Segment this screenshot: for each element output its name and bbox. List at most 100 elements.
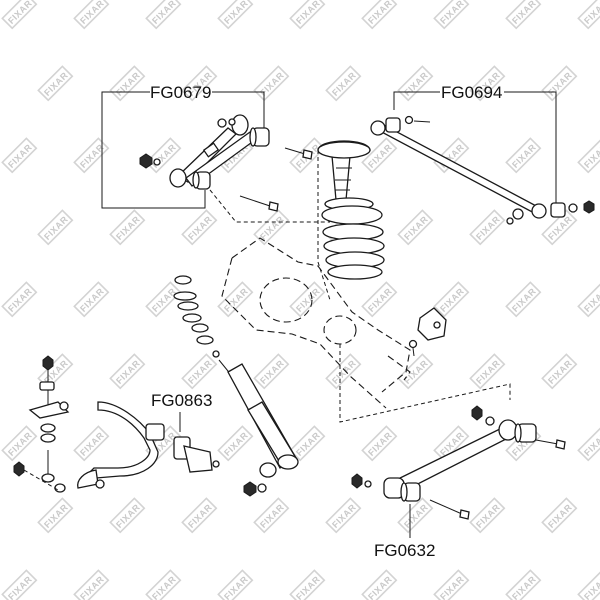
watermark-logo: FIXAR bbox=[37, 65, 74, 102]
watermark-logo: FIXAR bbox=[181, 209, 218, 246]
watermark-logo: FIXAR bbox=[253, 65, 290, 102]
watermark-logo: FIXAR bbox=[505, 0, 542, 30]
label-fg0694: FG0694 bbox=[441, 83, 502, 102]
svg-text:FIXAR: FIXAR bbox=[258, 502, 286, 530]
watermark-logo: FIXAR bbox=[577, 281, 600, 318]
label-fg0679: FG0679 bbox=[150, 83, 211, 102]
svg-text:FIXAR: FIXAR bbox=[150, 142, 178, 170]
watermark-logo: FIXAR bbox=[145, 0, 182, 30]
coil-spring-assembly bbox=[317, 140, 385, 280]
watermark-logo: FIXAR bbox=[397, 353, 434, 390]
watermark-logo: FIXAR bbox=[505, 137, 542, 174]
watermark-logo: FIXAR bbox=[73, 0, 110, 30]
svg-text:FIXAR: FIXAR bbox=[330, 502, 358, 530]
watermark-logo: FIXAR bbox=[109, 209, 146, 246]
watermark-logo: FIXAR bbox=[505, 569, 542, 600]
svg-text:FIXAR: FIXAR bbox=[258, 358, 286, 386]
watermark-logo: FIXAR bbox=[253, 497, 290, 534]
svg-text:FIXAR: FIXAR bbox=[402, 214, 430, 242]
watermark-logo: FIXAR bbox=[541, 353, 578, 390]
svg-text:FIXAR: FIXAR bbox=[6, 0, 34, 26]
svg-text:FIXAR: FIXAR bbox=[510, 286, 538, 314]
svg-text:FIXAR: FIXAR bbox=[330, 358, 358, 386]
svg-text:FIXAR: FIXAR bbox=[42, 70, 70, 98]
watermark-logo: FIXAR bbox=[73, 425, 110, 462]
stabilizer-bar-assembly bbox=[13, 355, 220, 493]
svg-text:FIXAR: FIXAR bbox=[546, 358, 574, 386]
watermark-logo: FIXAR bbox=[253, 353, 290, 390]
watermark-logo: FIXAR bbox=[577, 569, 600, 600]
lateral-rod bbox=[370, 115, 595, 225]
watermark-logo: FIXAR bbox=[1, 281, 38, 318]
watermark-logo: FIXAR bbox=[505, 281, 542, 318]
svg-text:FIXAR: FIXAR bbox=[546, 502, 574, 530]
svg-text:FIXAR: FIXAR bbox=[330, 70, 358, 98]
watermark-logo: FIXAR bbox=[433, 569, 470, 600]
callout-lower-control-arm: FG0632 bbox=[374, 504, 435, 560]
watermark-logo: FIXAR bbox=[37, 497, 74, 534]
callout-upper-control-arm: FG0679 bbox=[101, 83, 265, 209]
label-fg0863: FG0863 bbox=[151, 391, 212, 410]
watermark-logo: FIXAR bbox=[577, 425, 600, 462]
watermark-logo: FIXAR bbox=[361, 569, 398, 600]
watermark-logo: FIXAR bbox=[181, 497, 218, 534]
svg-text:FIXAR: FIXAR bbox=[42, 214, 70, 242]
svg-text:FIXAR: FIXAR bbox=[78, 430, 106, 458]
watermark-logo: FIXAR bbox=[541, 65, 578, 102]
watermark-logo: FIXAR bbox=[145, 137, 182, 174]
svg-text:FIXAR: FIXAR bbox=[114, 502, 142, 530]
watermark-logo: FIXAR bbox=[1, 569, 38, 600]
watermark-logo: FIXAR bbox=[1, 0, 38, 30]
watermark-logo: FIXAR bbox=[325, 353, 362, 390]
watermark-logo: FIXAR bbox=[109, 353, 146, 390]
svg-text:FIXAR: FIXAR bbox=[6, 286, 34, 314]
label-fg0632: FG0632 bbox=[374, 541, 435, 560]
shock-absorber bbox=[173, 275, 299, 497]
svg-text:FIXAR: FIXAR bbox=[402, 70, 430, 98]
svg-text:FIXAR: FIXAR bbox=[78, 286, 106, 314]
svg-text:FIXAR: FIXAR bbox=[114, 358, 142, 386]
callout-stabilizer-bushing: FG0863 bbox=[151, 391, 212, 432]
svg-text:FIXAR: FIXAR bbox=[438, 0, 466, 26]
upper-control-arm bbox=[139, 114, 330, 223]
svg-text:FIXAR: FIXAR bbox=[546, 214, 574, 242]
svg-text:FIXAR: FIXAR bbox=[294, 286, 322, 314]
svg-text:FIXAR: FIXAR bbox=[366, 286, 394, 314]
watermark-logo: FIXAR bbox=[289, 425, 326, 462]
svg-text:FIXAR: FIXAR bbox=[42, 502, 70, 530]
svg-text:FIXAR: FIXAR bbox=[474, 214, 502, 242]
watermark-logo: FIXAR bbox=[73, 137, 110, 174]
watermark-logo: FIXAR bbox=[217, 0, 254, 30]
svg-text:FIXAR: FIXAR bbox=[222, 430, 250, 458]
watermark-logo: FIXAR bbox=[469, 353, 506, 390]
svg-text:FIXAR: FIXAR bbox=[366, 142, 394, 170]
watermark-logo: FIXAR bbox=[541, 497, 578, 534]
watermark-logo: FIXAR bbox=[145, 569, 182, 600]
watermark-logo: FIXAR bbox=[469, 209, 506, 246]
watermark-logo: FIXAR bbox=[181, 353, 218, 390]
svg-text:FIXAR: FIXAR bbox=[150, 286, 178, 314]
svg-text:FIXAR: FIXAR bbox=[78, 0, 106, 26]
watermark-logo: FIXAR bbox=[397, 497, 434, 534]
watermark-logo: FIXAR bbox=[325, 65, 362, 102]
axle-housing bbox=[221, 237, 511, 423]
watermark-logo: FIXAR bbox=[1, 137, 38, 174]
svg-text:FIXAR: FIXAR bbox=[546, 70, 574, 98]
watermark-logo: FIXAR bbox=[217, 281, 254, 318]
lower-control-arm bbox=[351, 405, 566, 520]
watermark-logo: FIXAR bbox=[217, 569, 254, 600]
watermark-logo: FIXAR bbox=[145, 281, 182, 318]
watermark-logo: FIXAR bbox=[217, 425, 254, 462]
watermark-logo: FIXAR bbox=[397, 209, 434, 246]
callout-lateral-rod: FG0694 bbox=[393, 83, 557, 204]
svg-text:FIXAR: FIXAR bbox=[474, 502, 502, 530]
svg-text:FIXAR: FIXAR bbox=[294, 430, 322, 458]
watermark-logo: FIXAR bbox=[361, 0, 398, 30]
svg-text:FIXAR: FIXAR bbox=[186, 214, 214, 242]
watermark-logo: FIXAR bbox=[397, 65, 434, 102]
watermark-logo: FIXAR bbox=[469, 497, 506, 534]
watermark-logo: FIXAR bbox=[577, 0, 600, 30]
watermark-logo: FIXAR bbox=[361, 137, 398, 174]
